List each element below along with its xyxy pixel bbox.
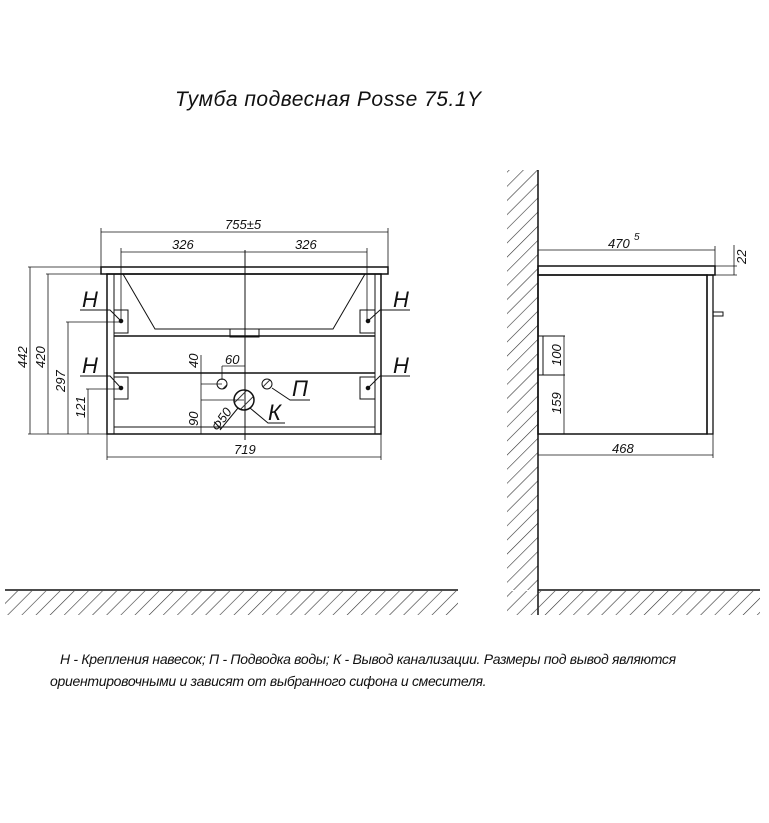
handle bbox=[712, 311, 724, 317]
dim-upper-mount: 297 bbox=[53, 370, 68, 393]
dim-lower-mount: 121 bbox=[73, 396, 88, 418]
water-inlet-right bbox=[261, 378, 273, 390]
label-mount: Н bbox=[82, 353, 98, 378]
legend-note: Н - Крепления навесок; П - Подводка воды… bbox=[50, 648, 750, 692]
door bbox=[706, 274, 714, 435]
front-view bbox=[28, 228, 410, 460]
label-water: П bbox=[292, 376, 308, 401]
dim-half-right: 326 bbox=[295, 237, 317, 252]
dim-overall-width: 755±5 bbox=[225, 217, 262, 232]
dim-top-depth: 470 bbox=[608, 236, 630, 251]
label-mount: Н bbox=[82, 287, 98, 312]
dim-drain-height: 90 bbox=[186, 411, 201, 426]
dim-water-offset-h: 60 bbox=[225, 352, 240, 367]
dim-top-thickness: 22 bbox=[734, 249, 749, 265]
floor bbox=[5, 589, 760, 615]
dim-drain-diameter: Ф50 bbox=[208, 404, 235, 434]
dim-body-depth: 468 bbox=[612, 441, 634, 456]
front-dimensions bbox=[28, 228, 389, 460]
drawing-title: Тумба подвесная Posse 75.1Y bbox=[175, 88, 482, 111]
dim-body-width: 719 bbox=[234, 442, 256, 457]
dim-total-height: 442 bbox=[15, 346, 30, 368]
side-view bbox=[507, 170, 737, 615]
dim-body-height: 420 bbox=[33, 346, 48, 368]
side-dimensions bbox=[538, 245, 737, 458]
dim-box-height: 100 bbox=[549, 344, 564, 366]
dim-water-offset-v: 40 bbox=[186, 353, 201, 368]
label-drain: К bbox=[268, 400, 282, 425]
note-line-2: ориентировочными и зависят от выбранного… bbox=[50, 673, 487, 689]
label-mount: Н bbox=[393, 353, 409, 378]
side-countertop bbox=[537, 265, 716, 276]
dim-top-tolerance: 5 bbox=[634, 232, 640, 243]
dim-half-left: 326 bbox=[172, 237, 194, 252]
wall-hatch bbox=[507, 170, 538, 590]
dim-box-elevation: 159 bbox=[549, 392, 564, 414]
basin bbox=[122, 273, 366, 330]
note-line-1: Н - Крепления навесок; П - Подводка воды… bbox=[60, 651, 676, 667]
label-mount: Н bbox=[393, 287, 409, 312]
